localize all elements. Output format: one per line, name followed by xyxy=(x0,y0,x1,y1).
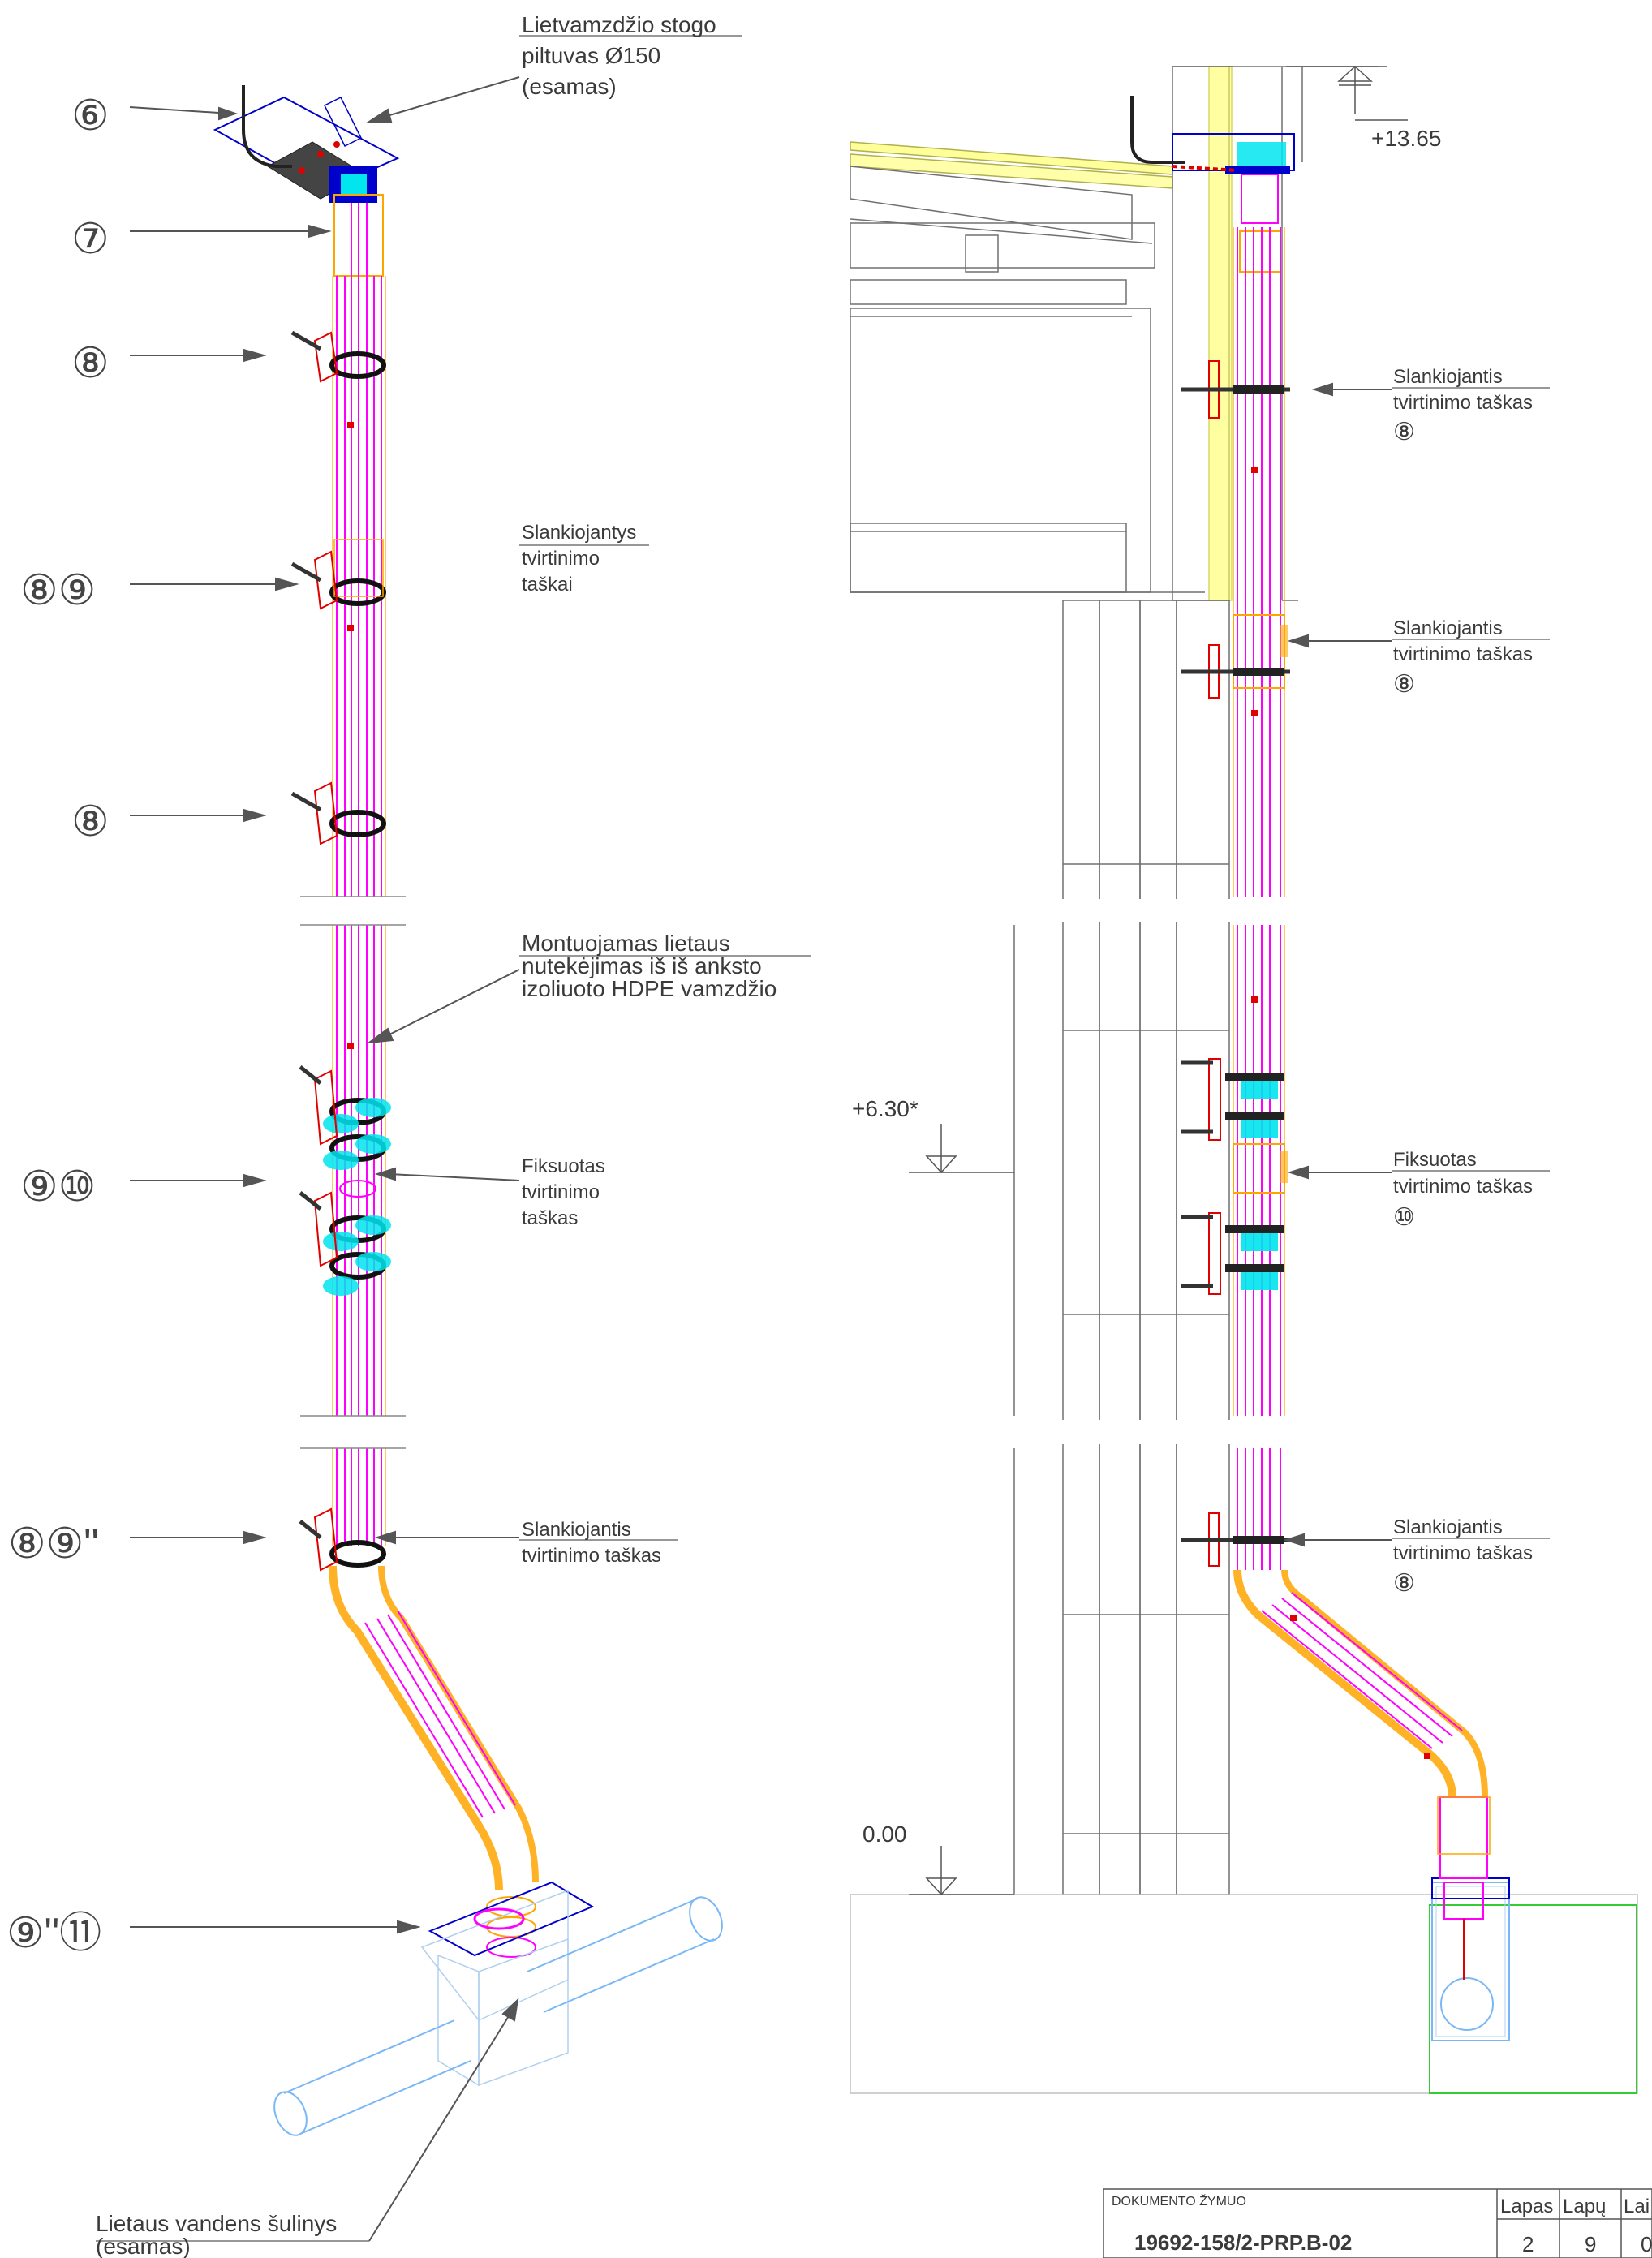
bracket-sliding-2 xyxy=(1181,644,1290,699)
clamp-8-9pp xyxy=(299,1507,386,1572)
level-ground: 0.00 xyxy=(863,1821,907,1847)
section-brackets xyxy=(1181,360,1290,1567)
roof-funnel-3d xyxy=(213,85,400,203)
col-sheet-header: Lapas xyxy=(1500,2196,1553,2217)
marker-7: ⑦ xyxy=(71,216,110,263)
right-sliding-2-label: Slankiojantis tvirtinimo taškas ⑧ xyxy=(1393,617,1538,698)
level-markers xyxy=(909,65,1408,1896)
level-top: +13.65 xyxy=(1371,126,1441,151)
ground-section xyxy=(850,1877,1638,2094)
left-markers: ⑥ ⑦ ⑧ ⑧⑨ ⑧ ⑨⑩ ⑧⑨" ⑨"⑪ xyxy=(6,92,110,1957)
marker-8-9pp: ⑧⑨" xyxy=(8,1520,99,1568)
doc-label: DOKUMENTO ŽYMUO xyxy=(1112,2193,1246,2209)
fixed-point-label: Fiksuotas tvirtinimo taškas xyxy=(522,1155,610,1229)
marker-8-top: ⑧ xyxy=(71,340,110,387)
clamp-8-top xyxy=(290,330,386,383)
axonometric-view xyxy=(96,35,811,2242)
roof-funnel-label: Lietvamzdžio stogo piltuvas Ø150 (esamas… xyxy=(522,12,722,99)
left-leader-underlines xyxy=(96,35,811,2242)
title-block: DOKUMENTO ŽYMUO 19692-158/2-PRP.B-02 Lap… xyxy=(1103,2188,1652,2258)
fixed-clamps-9-10 xyxy=(299,1065,391,1296)
level-labels: +13.65 +6.30* 0.00 xyxy=(852,126,1441,1847)
vertical-pipe-section xyxy=(1233,227,1288,1570)
right-fixed-label: Fiksuotas tvirtinimo taškas ⑩ xyxy=(1393,1149,1538,1231)
col-edition-header: Lai xyxy=(1624,2196,1650,2217)
rain-well-3d xyxy=(273,1881,723,2136)
sliding-points-label: Slankiojantys tvirtinimo taškai xyxy=(522,522,642,596)
bracket-fixed xyxy=(1181,1058,1284,1295)
right-sliding-3-label: Slankiojantis tvirtinimo taškas ⑧ xyxy=(1393,1516,1538,1597)
bracket-sliding-1 xyxy=(1181,360,1290,419)
bracket-sliding-3 xyxy=(1181,1512,1290,1567)
marker-9pp-11: ⑨"⑪ xyxy=(6,1910,101,1957)
offset-pipe-3d xyxy=(329,1565,539,1958)
edition-number: 0 xyxy=(1641,2232,1652,2256)
section-breaks xyxy=(982,899,1314,1444)
right-leader-underlines xyxy=(1392,387,1550,1539)
marker-8-mid: ⑧ xyxy=(71,798,110,845)
doc-code: 19692-158/2-PRP.B-02 xyxy=(1134,2230,1352,2255)
sheet-number: 2 xyxy=(1522,2232,1534,2256)
left-annotations: Lietvamzdžio stogo piltuvas Ø150 (esamas… xyxy=(96,12,777,2258)
mounted-drain-label: Montuojamas lietaus nutekėjimas iš iš an… xyxy=(522,931,777,1001)
sheet-count: 9 xyxy=(1585,2232,1596,2256)
right-callout-arrows xyxy=(1283,382,1392,1547)
right-sliding-1-label: Slankiojantis tvirtinimo taškas ⑧ xyxy=(1393,366,1538,445)
left-callout-arrows xyxy=(129,76,520,2242)
vertical-pipe-3d xyxy=(300,194,406,1546)
clamp-8-mid xyxy=(290,781,386,845)
clamp-8-9 xyxy=(290,539,386,610)
roof-construction xyxy=(850,141,1205,593)
section-view xyxy=(850,65,1638,2094)
marker-8-9: ⑧⑨ xyxy=(20,567,96,614)
col-sheets-header: Lapų xyxy=(1563,2196,1606,2217)
marker-6: ⑥ xyxy=(71,92,110,140)
level-mid: +6.30* xyxy=(852,1096,918,1121)
marker-9-10: ⑨⑩ xyxy=(20,1163,96,1211)
offset-pipe-section xyxy=(1233,1569,1491,1980)
roof-funnel-section xyxy=(1130,96,1295,273)
rain-well-label: Lietaus vandens šulinys (esamas) xyxy=(96,2211,343,2258)
sliding-point-bottom-label: Slankiojantis tvirtinimo taškas xyxy=(522,1519,661,1567)
right-annotations: Slankiojantis tvirtinimo taškas ⑧ Slanki… xyxy=(1393,366,1538,1597)
